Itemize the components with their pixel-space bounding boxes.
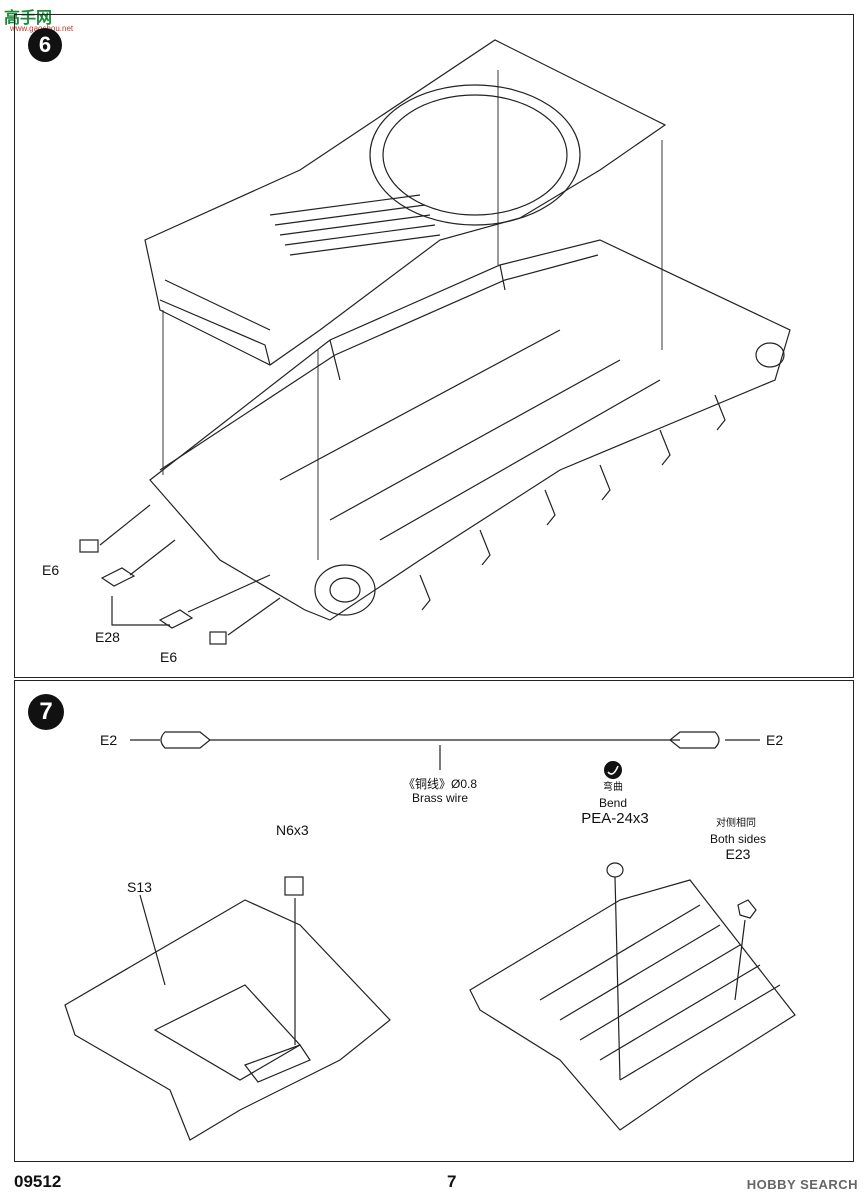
label-both-sides-cn: 对侧相同 — [716, 818, 756, 829]
label-s13: S13 — [127, 879, 152, 895]
bend-icon — [604, 761, 622, 779]
part-s13-plate — [64, 899, 391, 1141]
watermark-hobby-search: HOBBY SEARCH — [746, 1177, 858, 1192]
upper-hull-deck — [144, 39, 667, 366]
label-both-sides-en: Both sides — [709, 832, 767, 846]
label-e28: E28 — [95, 629, 120, 645]
label-wire-right-end: E2 — [766, 732, 784, 748]
step6-badge: 6 — [28, 28, 62, 62]
label-n6: N6x3 — [276, 822, 309, 838]
label-pea: PEA-24x3 — [581, 810, 649, 827]
label-bend-cn: 弯曲 — [603, 782, 623, 793]
label-bend-en: Bend — [598, 796, 628, 810]
label-wire-left-end: E2 — [100, 732, 118, 748]
label-e6-lower: E6 — [160, 649, 178, 665]
label-wire-en: Brass wire — [411, 791, 469, 805]
engine-deck-grille — [269, 194, 441, 256]
label-e23: E23 — [725, 846, 751, 862]
part-e6-lower — [209, 631, 227, 645]
drive-sprocket — [314, 564, 376, 616]
step7-panel — [14, 680, 854, 1162]
label-e6-upper: E6 — [42, 562, 60, 578]
part-n6 — [284, 876, 304, 896]
lower-hull-plate — [469, 879, 796, 1131]
label-wire-cn: 《铜线》Ø0.8 — [402, 777, 478, 791]
wire-end-left — [160, 731, 211, 749]
turret-ring — [369, 84, 581, 226]
step7-badge: 7 — [28, 694, 64, 730]
part-e23 — [737, 899, 757, 919]
footer-page-number: 7 — [447, 1172, 457, 1191]
step6-panel — [14, 14, 854, 678]
part-e28-a — [100, 567, 136, 587]
part-pea-24 — [606, 862, 624, 878]
footer-product-code: 09512 — [14, 1172, 62, 1191]
wire-end-right — [669, 731, 720, 749]
lower-hull — [149, 239, 791, 621]
part-e6-upper — [79, 539, 99, 553]
idler-hub — [755, 342, 785, 368]
